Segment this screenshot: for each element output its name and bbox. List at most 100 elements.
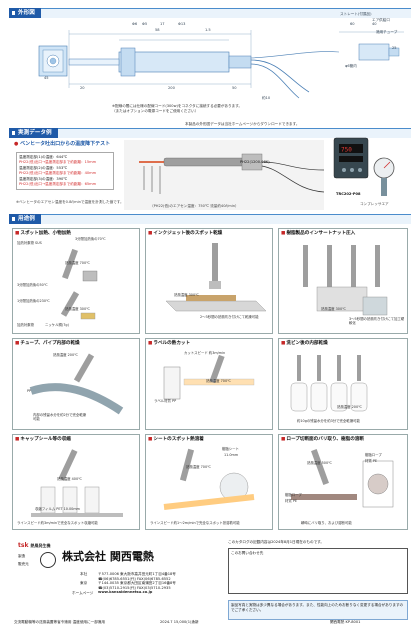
panel-note: 材質 PE xyxy=(365,459,378,463)
address-line: ☎(03)5710-2915(代) FAX(03)5710-2935 xyxy=(98,585,171,590)
cap-shrink-illustration xyxy=(31,449,123,517)
address-line: ☎(06)6785-6551(代) FAX(06)6785-6552 xyxy=(98,576,171,581)
marker-icon: ■ xyxy=(281,437,286,442)
outline-dim-label: Φ6 xyxy=(132,22,138,26)
panel-note: 11.0mm xyxy=(224,453,239,457)
use-section-bar xyxy=(9,214,411,224)
panel-note: 約10gの残留水分を約3分で完全乾燥可能 xyxy=(297,419,360,423)
outline-right-label: ストレート(付属品) xyxy=(340,12,372,16)
address-block: 〒577-0006 東大阪市高井田元町1丁目4番18号 ☎(06)6785-65… xyxy=(98,572,176,595)
panel-title: ■樹脂製品のインサートナット圧入 xyxy=(281,231,356,236)
pump-label: コンプレッサエア xyxy=(360,202,389,206)
panel-note: 熱風温度 300℃ xyxy=(65,307,90,311)
panel-note: ラインスピード約3m/minで完全なスポット収縮可能 xyxy=(17,521,98,525)
website-link[interactable]: www.kansaidennetsu.co.jp xyxy=(98,590,153,595)
panel-note: 熱風温度 200℃ xyxy=(337,405,362,409)
panel-note: 瞬時にバリ取り、および溶断可能 xyxy=(301,521,352,525)
panel-note: ラベル材質 PP xyxy=(154,399,177,403)
panel-note: 熱風温度 400℃ xyxy=(57,477,82,481)
outline-dim-label: 58 xyxy=(155,28,160,32)
inkjet-illustration xyxy=(165,243,266,312)
outline-right-label: エア供給口 xyxy=(372,18,390,22)
disclaimer: 製品写真と実物は多少異なる場合があります。また、性能向上のためお断りなく変更する… xyxy=(231,603,404,612)
panel-title: ■シートのスポット熱溶着 xyxy=(148,437,204,442)
data-heading: ● ベンヒータ吐出口からの温度降下テスト xyxy=(14,140,110,147)
svg-text:750: 750 xyxy=(341,147,352,154)
panel-title: ■ロープ切断面のバリ取り、樹脂の溶断 xyxy=(281,437,364,442)
outline-dim-label: Φ13 xyxy=(178,22,186,26)
label-cut-illustration xyxy=(163,354,255,400)
outline-dim-label: Φ5 xyxy=(142,22,148,26)
label-hq: 本社 xyxy=(80,572,88,576)
mfg-label: 製造 xyxy=(18,554,26,558)
panel-note: ラインスピード約1～2m/minで完全なスポット熱溶着可能 xyxy=(150,521,240,525)
panel-title: ■キャップシール等の収縮 xyxy=(15,437,71,442)
insert-nut-illustration xyxy=(303,245,388,316)
panel-note: カットスピード 約3m/min xyxy=(184,351,226,355)
outline-right-label: φ6管内 xyxy=(345,64,357,68)
panel-note: 樹脂ロープ xyxy=(365,453,382,457)
use-panel-inkjet-drying: ■インクジェット後のスポット乾燥 熱風温度 300℃ 2～3秒間の熱風吹き付けに… xyxy=(145,228,273,334)
marker-icon: ■ xyxy=(281,231,286,236)
use-panel-rope-deburr: ■ロープ切断面のバリ取り、樹脂の溶断 熱風温度 500℃ 樹脂ロープ 材質 PE… xyxy=(278,434,408,530)
data-section-title: 実測データ例 xyxy=(9,128,58,138)
address-line: 〒144-0035 東京都大田区南蒲田2丁目16番8号 xyxy=(98,581,176,586)
use-panel-insert-nut: ■樹脂製品のインサートナット圧入 熱風温度 300℃ 3～5秒間の熱風吹き付けに… xyxy=(278,228,408,334)
panel-note: 2～3秒間の熱風吹き付けにて乾燥可能 xyxy=(200,315,259,319)
outline-dim-label: 60 xyxy=(350,22,355,26)
panel-note: 材質 PE xyxy=(285,499,298,503)
controller-illustration: 750 xyxy=(333,137,395,196)
outline-drawing xyxy=(38,30,404,99)
data-row: PH22(低)出口→温度測定部まで約距離：65mm xyxy=(19,181,97,186)
panel-note: 熱風温度 200℃ xyxy=(53,353,78,357)
marker-icon: ■ xyxy=(148,231,153,236)
sheet-welding-illustration xyxy=(163,448,255,510)
outline-section-title: 外形図 xyxy=(9,8,41,18)
outline-dim-label: 1.5 xyxy=(205,28,211,32)
trc-label: TRC202-P08 xyxy=(336,192,361,196)
panel-title: ■インクジェット後のスポット乾燥 xyxy=(148,231,223,236)
contact-title: このお問い合わせ先 xyxy=(231,551,264,555)
panel-note: 熱風温度 700℃ xyxy=(186,465,211,469)
data-row: PH22(低)出口→温度測定部まで約距離：15mm xyxy=(19,159,97,164)
data-section-bar xyxy=(9,128,411,138)
company-name: 株式会社 関西電熱 xyxy=(62,550,154,563)
use-section-title: 用途例 xyxy=(9,214,41,224)
use-panel-tube-drying: ■チューブ、パイプ内部の乾燥 熱風温度 200℃ PP 内部の残留水分を約2分で… xyxy=(12,338,140,430)
disclaimer-box: 製品写真と実物は多少異なる場合があります。また、性能向上のためお断りなく変更する… xyxy=(228,600,408,620)
outline-dim-label: 17 xyxy=(160,22,165,26)
panel-note: 熱風温度 700℃ xyxy=(65,261,90,265)
data-caption: （PH22(低)のエアセン温度：750℃ 流量約40ℓ/min） xyxy=(150,204,239,208)
outline-dim-label: 25 xyxy=(392,46,397,50)
outline-dim-label: 40 xyxy=(372,22,377,26)
marker-icon: ■ xyxy=(15,437,20,442)
contact-box: このお問い合わせ先 xyxy=(228,548,408,594)
marker-icon: ■ xyxy=(15,231,20,236)
data-row: PH22(低)出口→温度測定部まで約距離：40mm xyxy=(19,170,97,175)
marker-icon: ■ xyxy=(148,437,153,442)
bottom-left-note: 交流電動機等の送風装置等省令適用 温度使用に一部適用 xyxy=(14,620,105,624)
use-panel-cap-shrink: ■キャップシール等の収縮 熱風温度 400℃ 収縮フィルム PET 10.00m… xyxy=(12,434,140,530)
spot-heating-illustration xyxy=(60,248,98,320)
bottom-mid-note: 2024.7 15,000(1)漁新 xyxy=(160,620,199,624)
panel-note: PP xyxy=(27,389,32,393)
test-setup-illustration xyxy=(124,140,324,210)
marker-icon: ■ xyxy=(281,341,286,346)
panel-note: 3分間加熱後の50℃ xyxy=(17,283,48,287)
ph-label: PH22(1200-08K) xyxy=(240,160,270,164)
panel-title: ■スポット加熱、小物加熱 xyxy=(15,231,71,236)
panel-note: 3～5秒間の熱風吹き付けにて加工硬軟化 xyxy=(349,317,405,326)
data-bottom-note: ※ベンヒータのエアセン温度を0.8ℓ/minで温度を計測した値です。 xyxy=(16,200,124,204)
panel-note: ニッケル銅(7g) xyxy=(45,323,69,327)
label-tokyo: 東京 xyxy=(80,581,88,585)
use-panel-sheet-welding: ■シートのスポット熱溶着 熱風温度 700℃ 樹脂シート 11.0mm ラインス… xyxy=(145,434,273,530)
outline-dim-label: 50 xyxy=(232,86,237,90)
panel-note: 内部の残留水分を約2分で完全乾燥可能 xyxy=(33,413,87,422)
bottle-drying-illustration xyxy=(290,355,368,412)
panel-title: ■チューブ、パイプ内部の乾燥 xyxy=(15,341,80,346)
use-panel-label-cut: ■ラベルの熱カット カットスピード 約3m/min 熱風温度 700℃ ラベル材… xyxy=(145,338,273,430)
outline-dim-label: 約10 xyxy=(262,96,271,100)
use-panel-spot-heating: ■スポット加熱、小物加熱 3分間加熱後の70℃ 加熱対象物 SUS 熱風温度 7… xyxy=(12,228,140,334)
panel-note: 収縮フィルム PET 10.00mm xyxy=(35,507,80,511)
panel-note: 加熱対象物 xyxy=(17,323,34,327)
